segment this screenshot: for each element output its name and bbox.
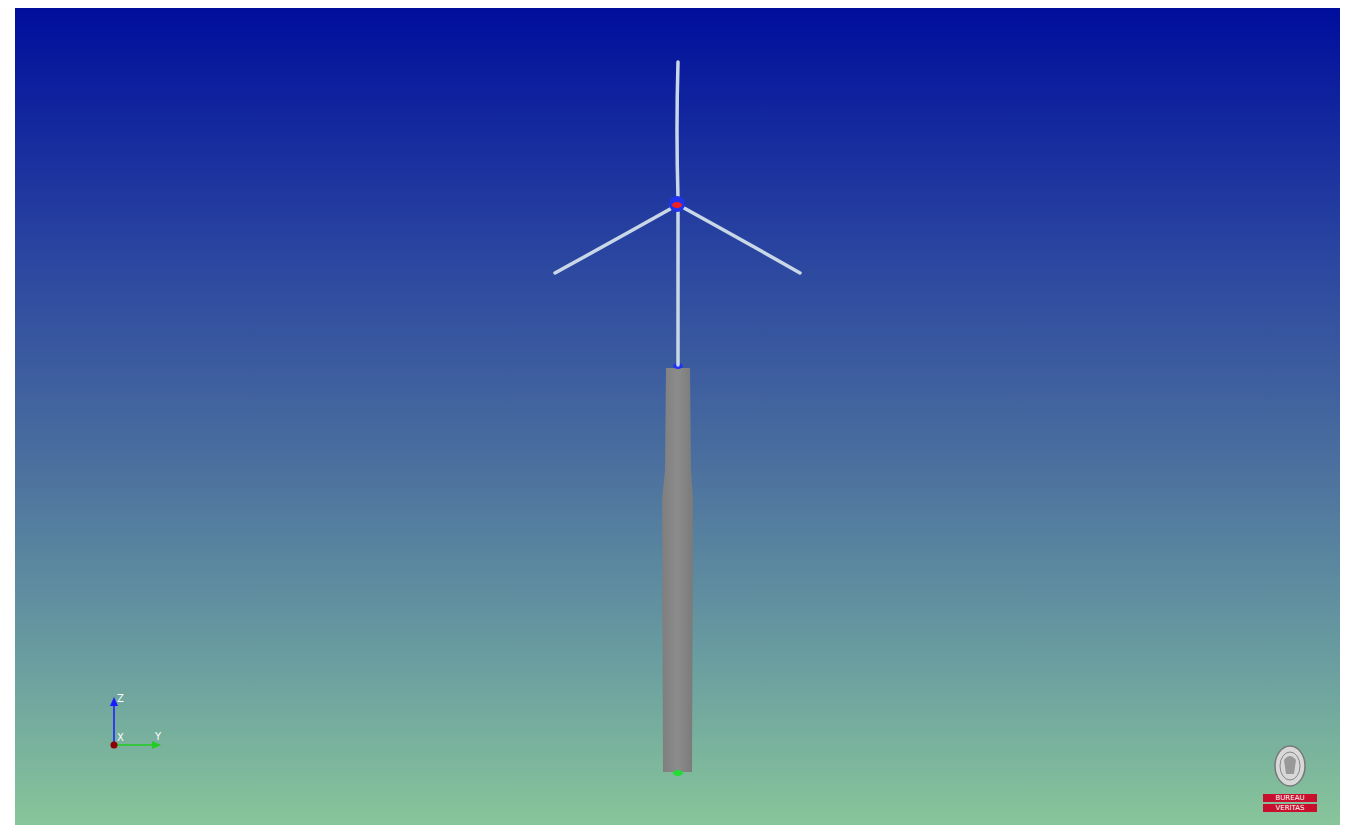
axis-label: Z (117, 694, 124, 704)
hub (669, 196, 685, 212)
logo-text: VERITAS (1275, 805, 1304, 812)
axis-label: X (117, 733, 124, 743)
axis-label: Y (155, 732, 161, 742)
logo-text: BUREAU (1275, 795, 1304, 802)
rotor-blades (555, 62, 800, 365)
axis-triad (110, 697, 161, 749)
background (15, 8, 1340, 825)
bureau-veritas-logo (1263, 746, 1317, 812)
tower-base-node (673, 770, 683, 776)
hub-centre (672, 202, 682, 208)
tower (662, 368, 693, 772)
